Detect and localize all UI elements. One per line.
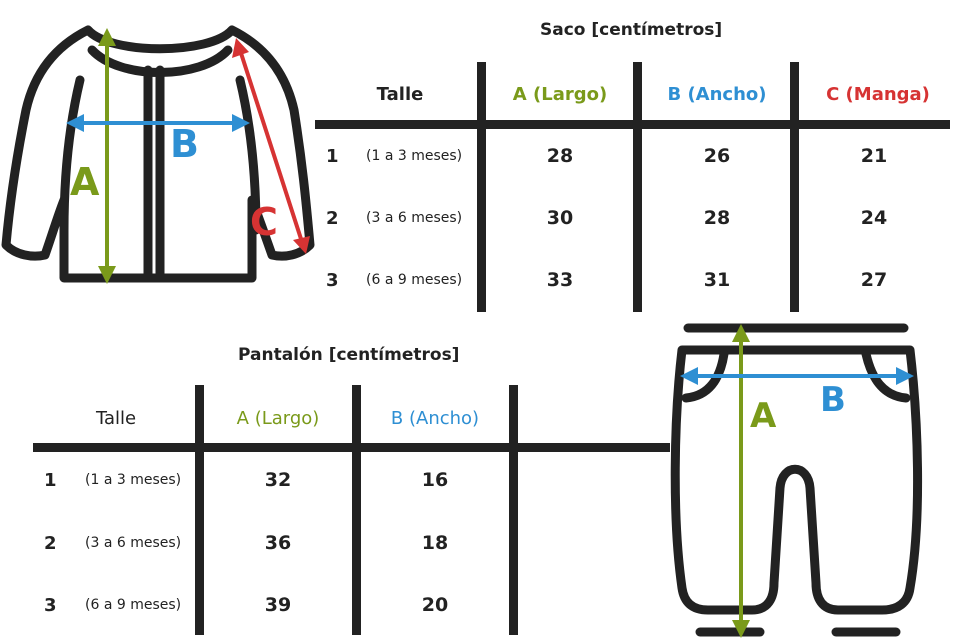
pantalon-row-2-b: 18	[421, 532, 449, 554]
saco-divider-1	[477, 62, 486, 312]
pantalon-row-2-size: 2	[44, 533, 57, 554]
saco-row-3-b: 31	[703, 269, 731, 291]
saco-row-2-size: 2	[326, 208, 339, 229]
pantalon-title: Pantalón [centímetros]	[238, 345, 460, 365]
pantalon-row-2-months: (3 a 6 meses)	[85, 535, 182, 551]
saco-header-rule	[315, 120, 950, 129]
saco-row-3-c: 27	[860, 269, 888, 291]
jacket-label-a: A	[70, 160, 100, 204]
saco-row-1-size: 1	[326, 146, 339, 167]
saco-row-2-months: (3 a 6 meses)	[366, 210, 463, 226]
jacket-label-c: C	[250, 200, 278, 244]
saco-row-2-a: 30	[546, 207, 574, 229]
pantalon-row-3-size: 3	[44, 595, 57, 616]
pantalon-row-1-size: 1	[44, 470, 57, 491]
pantalon-header-rule	[33, 443, 670, 452]
saco-title: Saco [centímetros]	[540, 20, 723, 40]
saco-row-3-size: 3	[326, 270, 339, 291]
saco-divider-3	[790, 62, 799, 312]
saco-divider-2	[633, 62, 642, 312]
pantalon-row-1-months: (1 a 3 meses)	[85, 472, 182, 488]
pantalon-row-2-a: 36	[264, 532, 292, 554]
pants-label-a: A	[750, 396, 777, 436]
saco-header-c: C (Manga)	[826, 84, 930, 105]
saco-row-1-a: 28	[546, 145, 574, 167]
saco-header-size: Talle	[376, 84, 424, 105]
pantalon-row-3-months: (6 a 9 meses)	[85, 597, 182, 613]
saco-header-a: A (Largo)	[512, 84, 608, 105]
pantalon-divider-3	[509, 385, 518, 635]
pantalon-divider-2	[352, 385, 361, 635]
pantalon-header-a: A (Largo)	[236, 408, 320, 429]
saco-row-1-months: (1 a 3 meses)	[366, 148, 463, 164]
pantalon-header-b: B (Ancho)	[390, 408, 480, 429]
jacket-outline-icon	[1, 25, 315, 284]
pantalon-row-3-a: 39	[264, 594, 292, 616]
saco-row-1-c: 21	[860, 145, 888, 167]
pantalon-row-3-b: 20	[421, 594, 449, 616]
pantalon-header-size: Talle	[95, 408, 137, 429]
saco-row-2-c: 24	[860, 207, 888, 229]
pantalon-divider-1	[195, 385, 204, 635]
pants-outline-icon	[670, 323, 923, 638]
saco-row-2-b: 28	[703, 207, 731, 229]
saco-header-b: B (Ancho)	[667, 84, 767, 105]
saco-row-3-a: 33	[546, 269, 574, 291]
jacket-label-b: B	[170, 122, 199, 166]
pants-label-b: B	[820, 380, 846, 420]
pantalon-row-1-a: 32	[264, 469, 292, 491]
saco-row-1-b: 26	[703, 145, 731, 167]
saco-row-3-months: (6 a 9 meses)	[366, 272, 463, 288]
pantalon-row-1-b: 16	[421, 469, 449, 491]
